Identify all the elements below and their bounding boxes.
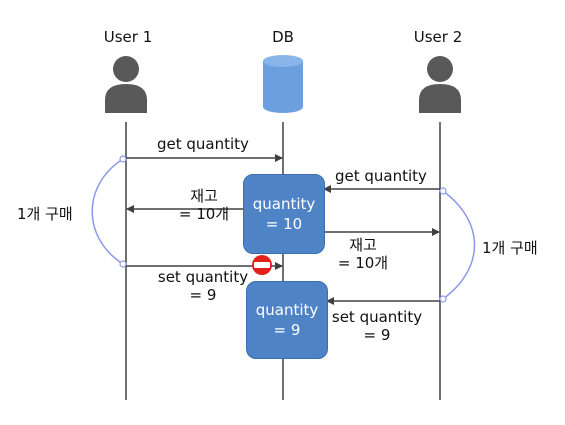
no-entry-icon — [252, 255, 272, 275]
db-state-box-quantity-9: quantity = 9 — [246, 281, 328, 359]
arc-endpoint — [119, 260, 127, 268]
message-label-line: 재고 — [190, 187, 218, 205]
message-label-stock-to-user1: 재고 = 10개 — [179, 187, 229, 223]
message-label-line: = 10개 — [337, 254, 389, 272]
user1-purchase-arc — [91, 158, 124, 265]
message-label-line: set quantity — [331, 308, 423, 326]
message-label-set-quantity-user2: set quantity = 9 — [332, 308, 422, 344]
user1-purchase-label: 1개 구매 — [17, 205, 73, 223]
message-label-line: = 9 — [189, 286, 217, 304]
database-icon — [263, 55, 303, 113]
arc-endpoint — [439, 187, 447, 195]
actor-label-db: DB — [272, 28, 294, 46]
person-icon — [105, 56, 147, 113]
message-label-set-quantity-user1: set quantity = 9 — [158, 268, 248, 304]
user2-purchase-arc — [442, 190, 476, 300]
arc-endpoint — [439, 295, 447, 303]
message-label-line: set quantity — [157, 268, 249, 286]
message-label-get-quantity-user1: get quantity — [157, 135, 249, 153]
actor-label-user2: User 2 — [413, 28, 463, 46]
message-label-get-quantity-user2: get quantity — [335, 167, 427, 185]
db-state-line: quantity — [252, 195, 316, 213]
db-state-box-quantity-10: quantity = 10 — [243, 174, 325, 254]
actor-label-user1: User 1 — [103, 28, 153, 46]
db-state-line: quantity — [255, 301, 319, 319]
message-label-stock-to-user2: 재고 = 10개 — [338, 236, 388, 272]
message-label-line: 재고 — [349, 236, 377, 254]
db-state-line: = 9 — [273, 321, 301, 339]
db-state-line: = 10 — [265, 215, 303, 233]
user2-purchase-label: 1개 구매 — [482, 239, 538, 257]
message-label-line: = 9 — [363, 326, 391, 344]
message-label-line: = 10개 — [178, 205, 230, 223]
person-icon — [419, 56, 461, 113]
arc-endpoint — [119, 155, 127, 163]
